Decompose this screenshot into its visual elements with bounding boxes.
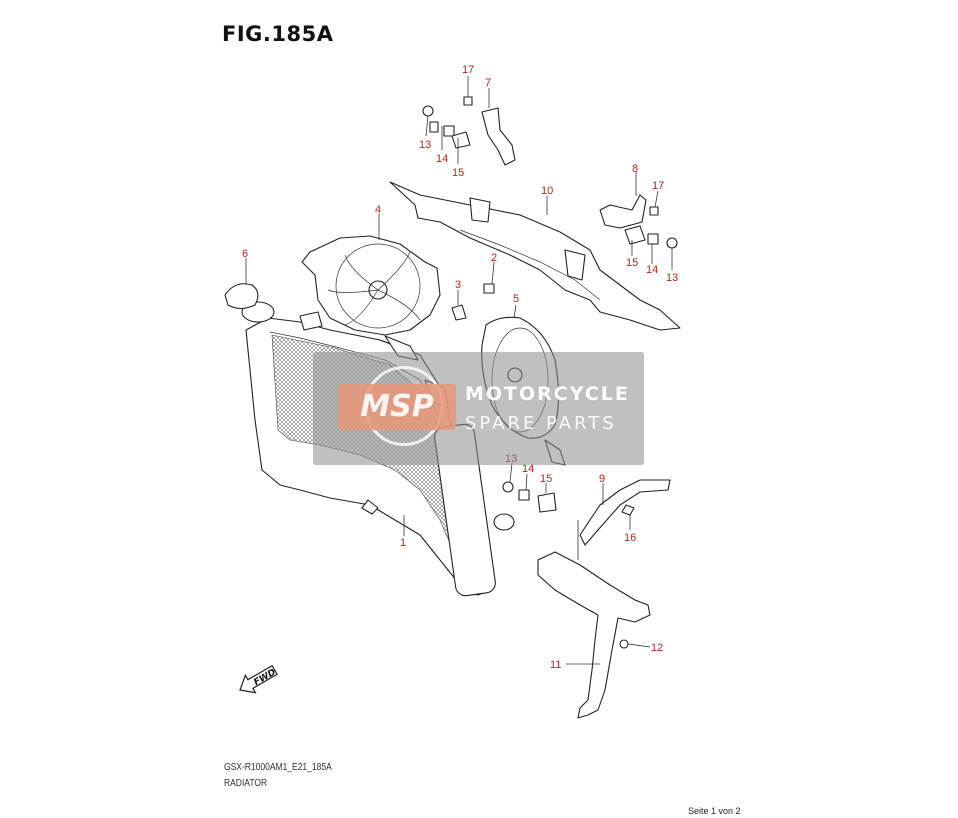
figure-title: FIG.185A	[222, 22, 334, 46]
callout-15-lower: 15	[540, 473, 552, 485]
callout-6: 6	[242, 248, 248, 260]
figure-name: RADIATOR	[224, 778, 268, 789]
callout-15-top: 15	[452, 167, 464, 179]
bolt-part-2	[483, 283, 495, 294]
bracket-part-11	[537, 551, 651, 719]
callout-2: 2	[491, 252, 497, 264]
callout-labels: 17 7 13 14 15 8 17 10 4 6 15 14 13 2 3 5…	[242, 64, 678, 671]
callout-5: 5	[513, 293, 519, 305]
bracket-7-group	[422, 96, 516, 166]
callout-12: 12	[651, 642, 663, 654]
lower-mount-group	[502, 479, 671, 546]
callout-1: 1	[400, 537, 406, 549]
callout-16: 16	[624, 532, 636, 544]
shroud-part-10	[389, 181, 681, 331]
callout-15-right: 15	[626, 257, 638, 269]
watermark-logo: MSP	[338, 384, 456, 430]
watermark-text-line1: MOTORCYCLE	[465, 383, 630, 405]
forward-direction-arrow: FWD	[239, 664, 278, 694]
callout-8: 8	[632, 163, 638, 175]
watermark-text-line2: SPARE PARTS	[465, 413, 617, 434]
fan-assembly-4	[301, 235, 441, 336]
callout-14-right: 14	[646, 264, 658, 276]
callout-17-top: 17	[462, 64, 474, 76]
callout-9: 9	[599, 473, 605, 485]
callout-14-top: 14	[436, 153, 448, 165]
callout-13-right: 13	[666, 272, 678, 284]
callout-11: 11	[550, 659, 561, 671]
leader-lines	[245, 76, 673, 665]
page-indicator: Seite 1 von 2	[688, 806, 741, 816]
callout-13-top: 13	[419, 139, 431, 151]
callout-10: 10	[541, 185, 553, 197]
callout-4: 4	[375, 204, 381, 216]
figure-code: GSX-R1000AM1_E21_185A	[224, 762, 332, 773]
callout-14-lower: 14	[522, 463, 534, 475]
callout-7: 7	[485, 77, 491, 89]
callout-17-right: 17	[652, 180, 664, 192]
clip-part-3	[451, 304, 467, 321]
callout-3: 3	[455, 279, 461, 291]
bracket-8-group	[599, 194, 678, 249]
